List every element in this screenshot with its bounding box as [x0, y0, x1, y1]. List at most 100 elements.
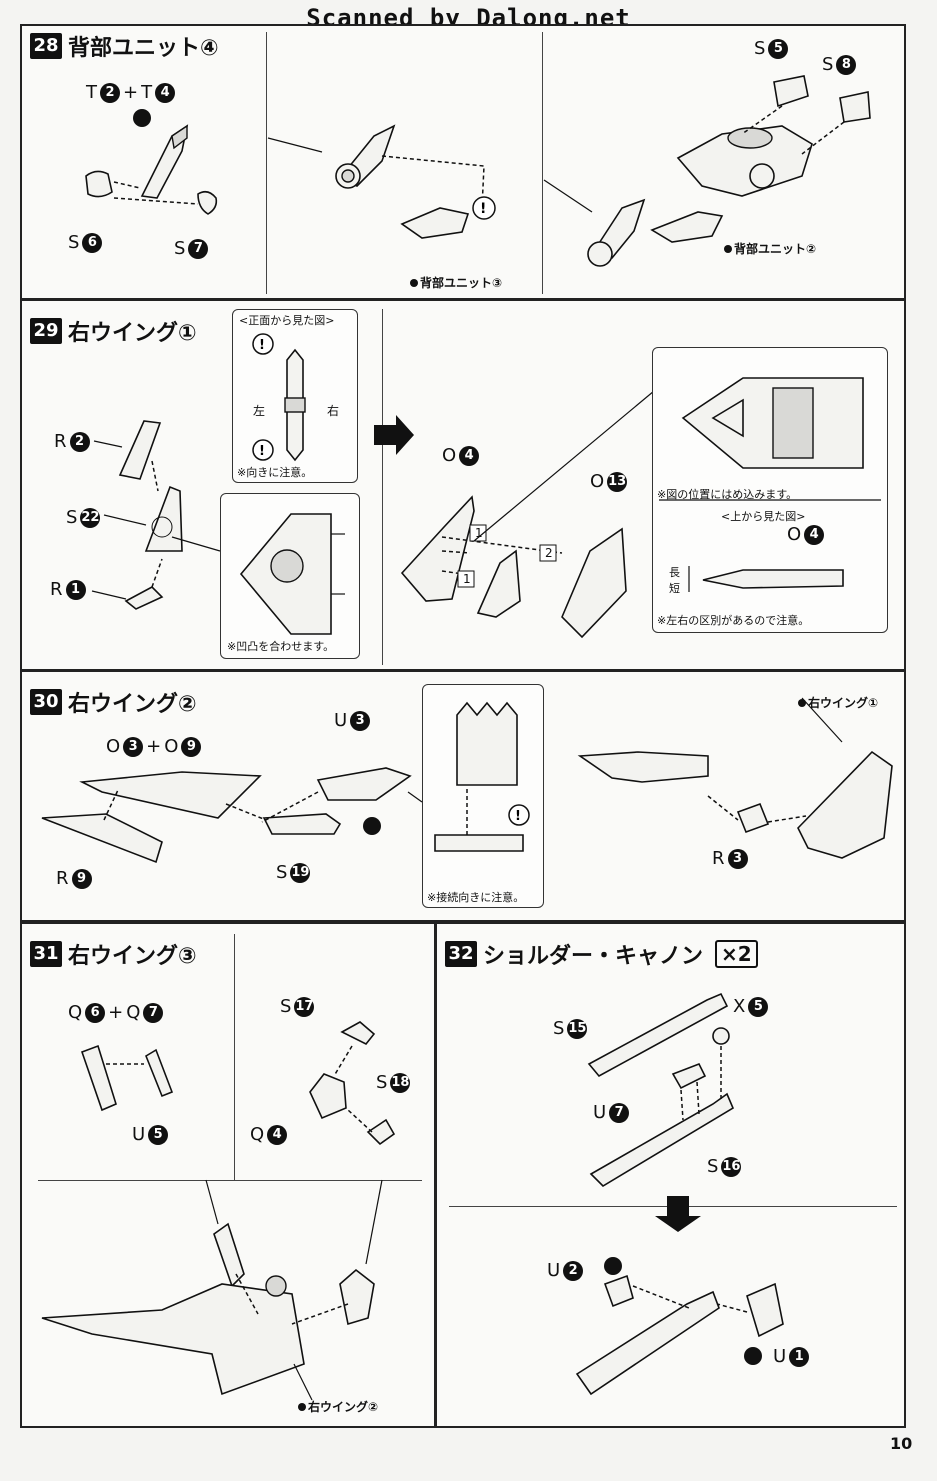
part-s17	[340, 1021, 376, 1046]
step-31-number: 31	[30, 941, 62, 967]
wing-assembly	[577, 751, 709, 783]
wing-o13	[561, 527, 627, 639]
label-right: 右	[327, 404, 340, 418]
label-short: 短	[669, 582, 680, 595]
part-s15	[587, 992, 729, 1078]
caution-icon	[472, 196, 496, 220]
step-29-header: 29 右ウイング①	[30, 315, 197, 347]
note-fit: ※図の位置にはめ込みます。	[657, 488, 798, 501]
sequence-step: 1	[463, 572, 471, 586]
wing1-assembly	[797, 750, 893, 859]
inset-top-title: <上から見た図>	[721, 510, 806, 523]
cannon-assembly	[575, 1290, 720, 1396]
quantity-multiplier: ×2	[715, 940, 758, 968]
svg-text:!: !	[259, 444, 265, 459]
wing-part	[476, 549, 521, 618]
note-match: ※凹凸を合わせます。	[227, 640, 335, 653]
cement-icon	[363, 817, 381, 835]
page-number: 10	[890, 1434, 913, 1453]
part-s22	[144, 485, 183, 552]
wing2-assembly	[41, 1283, 305, 1396]
inset-front-title: <正面から見た図>	[239, 314, 335, 327]
fit-detail-drawing	[659, 377, 881, 592]
step-29-illustration	[91, 415, 414, 610]
step-29-title: 右ウイング①	[68, 321, 197, 346]
label-long: 長	[669, 566, 680, 579]
step-31-title: 右ウイング③	[68, 944, 197, 969]
back-part-t	[140, 124, 189, 199]
step-28-title: 背部ユニット④	[68, 36, 219, 61]
step-30-title: 右ウイング②	[68, 692, 197, 717]
part-s8	[839, 91, 871, 123]
cement-icon	[133, 109, 151, 127]
arrow-icon	[374, 415, 414, 455]
svg-text:!: !	[480, 201, 486, 217]
inset-detail-view: ※凹凸を合わせます。	[220, 493, 360, 659]
svg-text:!: !	[259, 338, 265, 353]
inset-connect-detail: ! ※接続向きに注意。	[422, 684, 544, 908]
step-30-number: 30	[30, 689, 62, 715]
step-28-header: 28 背部ユニット④	[30, 30, 219, 62]
back-unit-assembly	[587, 125, 813, 267]
inset-front-view: <正面から見た図> 左 右 ※向きに注意。 ! !	[232, 309, 358, 483]
part-q6q7-assembled	[213, 1222, 245, 1288]
part-s7	[197, 190, 218, 215]
arrow-down-icon	[655, 1196, 701, 1232]
sub-assembly-unit4	[335, 124, 396, 189]
divider	[266, 32, 267, 294]
part-r2	[118, 420, 162, 480]
part-s6	[85, 170, 113, 198]
sub-assembly-label-unit2: 背部ユニット②	[724, 240, 816, 257]
label-left: 左	[253, 404, 266, 418]
part-u5	[145, 1048, 174, 1098]
step-29-number: 29	[30, 318, 62, 344]
connect-detail-drawing: !	[434, 701, 530, 852]
part-s18	[366, 1118, 396, 1146]
wing-o3-o9	[79, 771, 262, 819]
divider	[234, 934, 235, 1180]
part-r9	[41, 813, 163, 864]
cement-icon	[604, 1257, 622, 1275]
part-s5	[773, 75, 809, 108]
wing-o4	[400, 495, 475, 602]
divider	[38, 1180, 422, 1181]
step-31-header: 31 右ウイング③	[30, 938, 197, 970]
step-29-wing-assembly	[400, 390, 655, 639]
detail-view-drawing	[239, 513, 345, 635]
part-u3	[316, 767, 412, 801]
step-31-illustration	[41, 1021, 396, 1401]
part-q6-q7	[80, 1044, 117, 1112]
part-q4-assembled	[339, 1268, 375, 1326]
sequence-step: 1	[475, 526, 483, 540]
step-28-number: 28	[30, 33, 62, 59]
part-u2	[603, 1274, 634, 1308]
part-r3	[736, 802, 770, 834]
step-30-illustration	[41, 697, 893, 864]
sub-assembly-unit3	[400, 207, 470, 239]
part-s16	[589, 1092, 735, 1188]
